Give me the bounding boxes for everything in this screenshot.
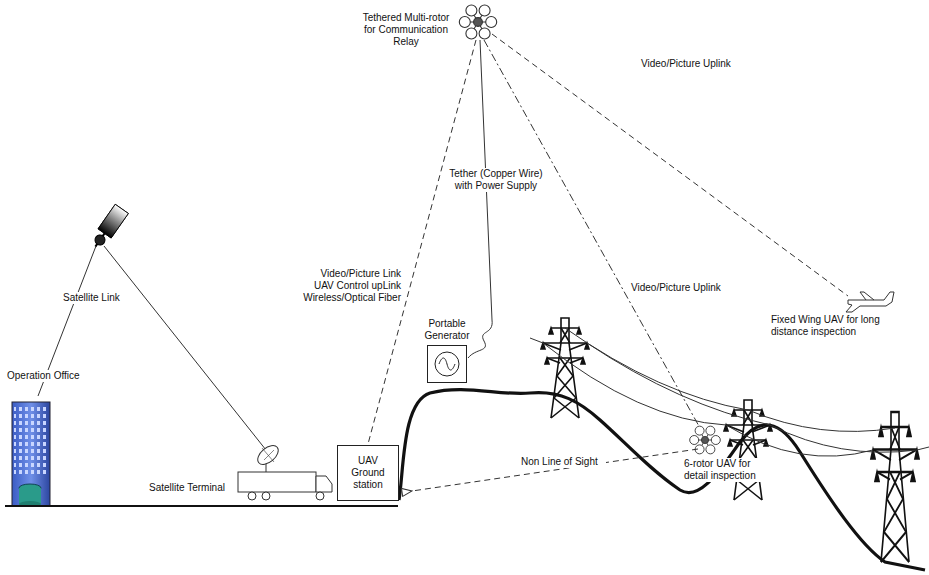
office-building (12, 402, 50, 507)
video-control-link (368, 40, 476, 444)
generator-box: Portable Generator (427, 345, 467, 383)
ground-line (5, 505, 398, 507)
annotation-label: Tether (Copper Wire) with Power Supply (445, 168, 547, 192)
annotation-label: Satellite Link (62, 292, 134, 304)
node-label: UAV Ground station (341, 455, 395, 491)
power-tower (724, 400, 772, 500)
annotation-label: Video/Picture Uplink (640, 58, 742, 70)
power-lines (530, 328, 929, 456)
relay-multirotor (459, 5, 496, 39)
power-tower (871, 412, 919, 562)
tether-wire (468, 40, 492, 358)
annotation-label: Tethered Multi-rotor for Communication R… (355, 12, 457, 48)
satellite-terminal-truck (238, 442, 332, 500)
power-tower (541, 318, 589, 418)
node-heading: Portable Generator (415, 318, 479, 342)
annotation-label: Video/Picture Uplink (630, 282, 732, 294)
annotation-label: Non Line of Sight (520, 456, 606, 468)
satellite-link-line (38, 246, 266, 450)
non-line-of-sight-link (412, 449, 698, 491)
satellite-icon (89, 204, 128, 251)
annotation-label: Satellite Terminal (148, 482, 236, 494)
generator-symbol (428, 346, 466, 382)
annotation-label: Operation Office (6, 370, 98, 382)
ground-station-box: UAV Ground station (337, 445, 399, 501)
terrain-line (399, 390, 925, 570)
annotation-label: 6-rotor UAV for detail inspection (683, 458, 769, 482)
uplink-fixed-wing (492, 34, 848, 296)
uplink-6rotor (484, 40, 700, 428)
fixed-wing-uav (846, 292, 894, 312)
annotation-label: Fixed Wing UAV for long distance inspect… (770, 314, 892, 338)
annotation-label: Video/Picture Link UAV Control upLink Wi… (300, 268, 402, 304)
